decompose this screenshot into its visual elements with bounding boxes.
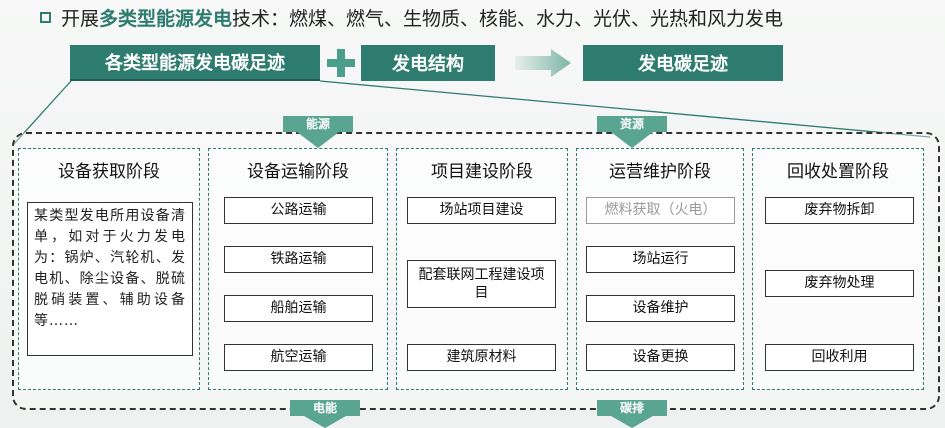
power-output-label: 电能 xyxy=(290,400,360,416)
energy-input-label: 能源 xyxy=(283,116,353,132)
stage-item: 航空运输 xyxy=(224,344,373,371)
stage-item: 燃料获取（火电） xyxy=(586,197,735,224)
carbon-footprint-label: 各类型能源发电碳足迹 xyxy=(70,45,320,81)
stage-item: 配套联网工程建设项目 xyxy=(407,260,556,308)
arrow-right-icon xyxy=(515,49,571,77)
plus-icon xyxy=(327,49,355,77)
stage-project-construction: 项目建设阶段 场站项目建设 配套联网工程建设项目 建筑原材料 xyxy=(396,148,568,390)
stage-item: 废弃物拆卸 xyxy=(765,197,914,224)
resource-input-label: 资源 xyxy=(597,116,667,132)
resource-input-arrow: 资源 xyxy=(597,116,667,148)
stage-operation-maintenance: 运营维护阶段 燃料获取（火电） 场站运行 设备维护 设备更换 xyxy=(576,148,744,390)
stage-item: 回收利用 xyxy=(765,344,914,371)
generation-carbon-footprint-label: 发电碳足迹 xyxy=(583,45,783,81)
stage-item: 场站运行 xyxy=(586,246,735,273)
stage-title: 设备获取阶段 xyxy=(58,162,160,182)
stage-title: 项目建设阶段 xyxy=(431,162,533,182)
stage-item: 场站项目建设 xyxy=(407,197,556,224)
stage-title: 运营维护阶段 xyxy=(609,162,711,182)
stage-item: 公路运输 xyxy=(224,197,373,224)
carbon-output-label: 碳排 xyxy=(597,400,667,416)
energy-input-arrow: 能源 xyxy=(283,116,353,148)
stage-item: 设备更换 xyxy=(586,344,735,371)
stage-item: 建筑原材料 xyxy=(407,344,556,371)
checkbox-square-icon xyxy=(40,11,51,23)
header-line: 开展 多类型能源发电 技术：燃煤、燃气、生物质、核能、水力、光伏、光热和风力发电 xyxy=(40,2,783,32)
power-output-arrow: 电能 xyxy=(290,400,360,428)
stage-equipment-acquisition: 设备获取阶段 某类型发电所用设备清单，如对于火力发电为：锅炉、汽轮机、发电机、除… xyxy=(18,148,200,390)
equipment-list-description: 某类型发电所用设备清单，如对于火力发电为：锅炉、汽轮机、发电机、除尘设备、脱硫脱… xyxy=(27,202,193,356)
carbon-output-arrow: 碳排 xyxy=(597,400,667,428)
header-suffix: 技术：燃煤、燃气、生物质、核能、水力、光伏、光热和风力发电 xyxy=(232,7,784,30)
stage-item: 废弃物处理 xyxy=(765,270,914,297)
stage-equipment-transport: 设备运输阶段 公路运输 铁路运输 船舶运输 航空运输 xyxy=(208,148,388,390)
stage-recycling-disposal: 回收处置阶段 废弃物拆卸 废弃物处理 回收利用 xyxy=(752,148,924,390)
stage-item: 铁路运输 xyxy=(224,246,373,273)
header-prefix: 开展 xyxy=(61,7,100,30)
stage-title: 设备运输阶段 xyxy=(247,162,349,182)
stage-item: 设备维护 xyxy=(586,295,735,322)
header-highlight: 多类型能源发电 xyxy=(99,7,233,30)
stage-item: 船舶运输 xyxy=(224,295,373,322)
stage-title: 回收处置阶段 xyxy=(787,162,889,182)
generation-structure-label: 发电结构 xyxy=(361,45,495,81)
